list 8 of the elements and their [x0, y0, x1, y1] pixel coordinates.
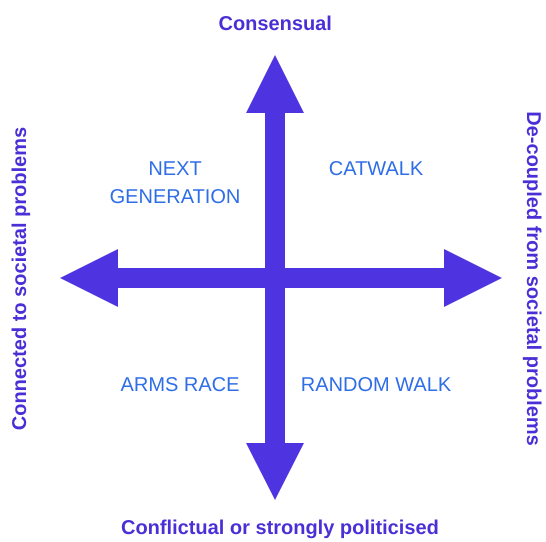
axis-label: Conflictual or strongly politicised: [121, 516, 439, 540]
quadrant-label: CATWALK: [328, 157, 424, 182]
axis-label: De-coupled from societal problems: [520, 110, 544, 446]
quadrant-label: ARMS RACE: [120, 373, 240, 398]
axis-label: Consensual: [218, 12, 332, 36]
axis-label: Connected to societal problems: [8, 126, 32, 430]
quadrant-label: RANDOM WALK: [300, 373, 452, 398]
quadrant-label: NEXT GENERATION: [108, 157, 242, 210]
